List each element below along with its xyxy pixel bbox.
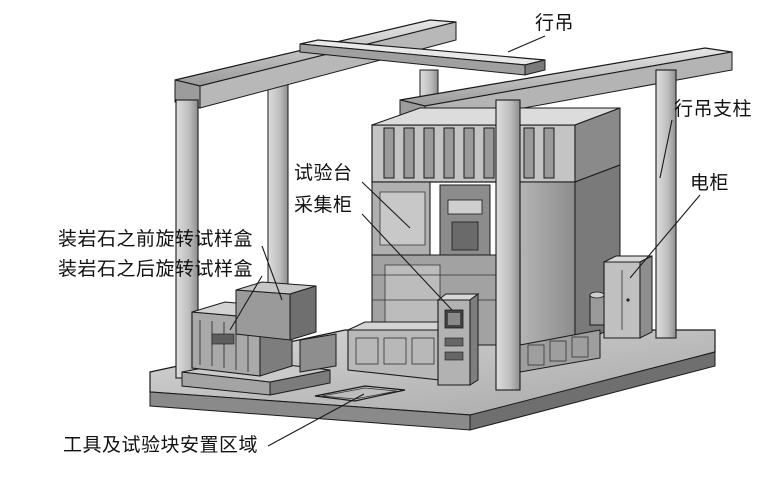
rotating-sample-boxes (181, 281, 337, 396)
label-box-after: 装岩石之后旋转试样盒 (58, 258, 254, 280)
overhead-crane-bridge (299, 39, 546, 76)
leader-test-bench (361, 181, 411, 229)
crane-column-far-right (655, 69, 677, 339)
leader-box-after (229, 275, 263, 331)
leader-crane (507, 35, 546, 53)
leader-tool-area (267, 393, 365, 447)
acquisition-cabinet (436, 293, 480, 386)
leader-electric-cabinet (629, 194, 701, 279)
leader-acquisition-cabinet (361, 213, 453, 311)
electric-cabinet (603, 255, 653, 339)
tool-area-marking (314, 385, 406, 402)
label-crane: 行吊 (535, 12, 575, 34)
front-tray (347, 321, 601, 381)
label-acquisition-cabinet: 采集柜 (294, 194, 353, 216)
leader-lines (229, 35, 701, 447)
label-box-before: 装岩石之前旋转试样盒 (58, 228, 254, 250)
crane-column-front-right (495, 99, 521, 391)
leader-crane-column (659, 119, 673, 179)
label-electric-cabinet: 电柜 (690, 172, 730, 194)
label-crane-column: 行吊支柱 (674, 98, 753, 120)
label-tool-area: 工具及试验块安置区域 (63, 434, 259, 456)
motor-unit (589, 291, 605, 326)
label-test-bench: 试验台 (294, 162, 353, 184)
leader-box-before (261, 245, 283, 301)
